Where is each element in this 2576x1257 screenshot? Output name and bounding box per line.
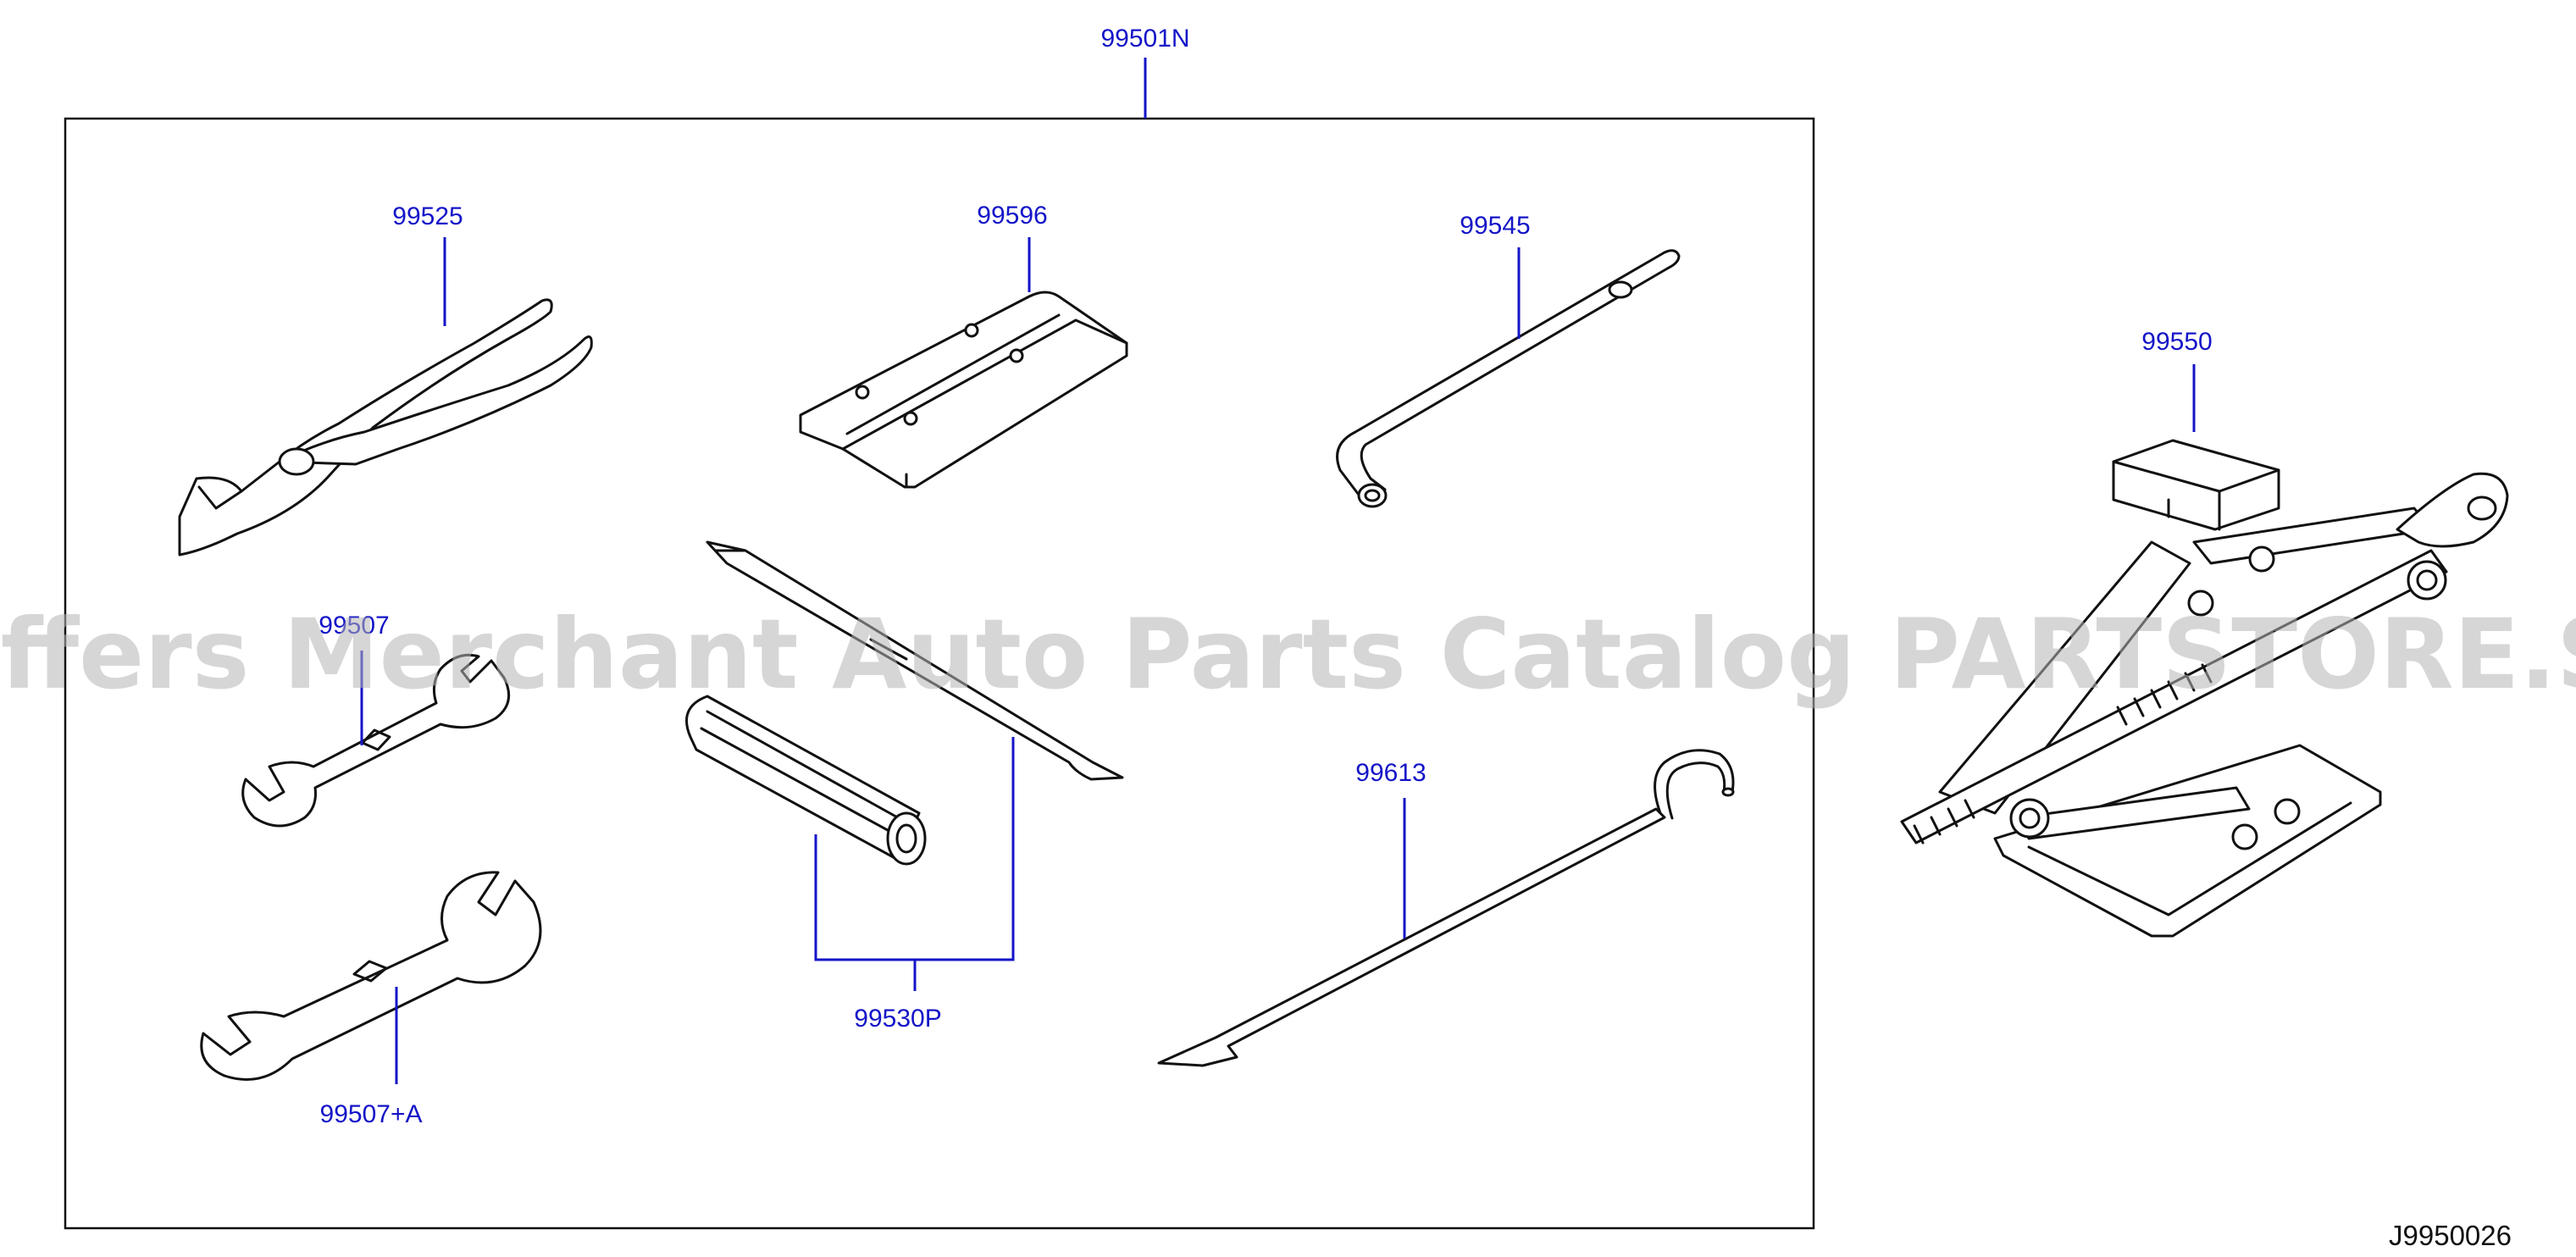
catalog-watermark: Offers Merchant Auto Parts Catalog PARTS…: [0, 598, 2576, 711]
pliers-part-label[interactable]: 99525: [392, 202, 463, 230]
wheel-wrench-part-label[interactable]: 99545: [1460, 212, 1530, 240]
pliers-icon: [178, 298, 593, 557]
jack-part-label[interactable]: 99550: [2141, 328, 2212, 356]
screwdriver-handle-icon: [685, 695, 927, 866]
spanner-small-part-label[interactable]: 99507: [319, 612, 389, 640]
screwdriver-set-part-label[interactable]: 99530P: [854, 1005, 941, 1033]
spanner-large-part-label[interactable]: 99507+A: [320, 1100, 423, 1128]
screwdriver-set-leader-line: [814, 737, 1015, 991]
spanner-large-icon: [200, 871, 542, 1081]
hook-rod-icon: [1157, 749, 1735, 1067]
wheel-wrench-icon: [1336, 249, 1681, 508]
diagram-code: J9950026: [2389, 1220, 2512, 1251]
tool-kit-frame: [64, 117, 1815, 1230]
jack-icon: [1900, 439, 2509, 938]
screwdriver-blade-icon: [706, 540, 1124, 781]
tool-bag-icon: [799, 291, 1128, 489]
spanner-small-icon: [241, 653, 511, 828]
kit-part-label[interactable]: 99501N: [1100, 25, 1189, 53]
tool-bag-part-label[interactable]: 99596: [977, 202, 1047, 230]
hook-rod-part-label[interactable]: 99613: [1355, 759, 1426, 787]
